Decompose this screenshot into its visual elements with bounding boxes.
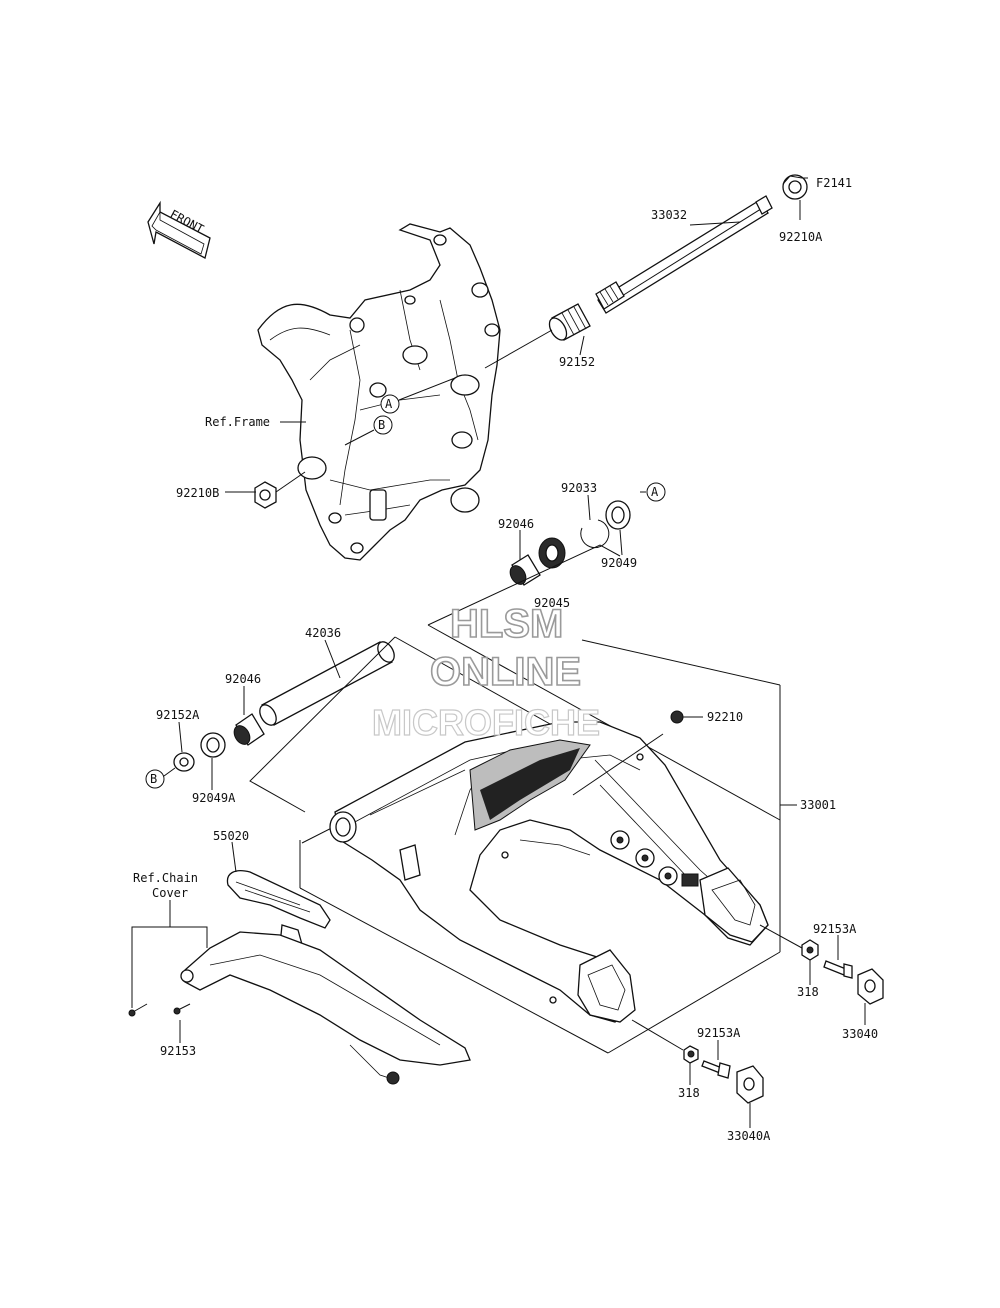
watermark-line3: MICROFICHE — [372, 702, 600, 743]
part-label-92033: 92033 — [561, 481, 597, 495]
callout-a-frame: A — [380, 377, 456, 414]
pivot-shaft — [595, 195, 773, 314]
collar-92152 — [484, 303, 591, 369]
bearing-92045 — [538, 537, 566, 569]
part-label-55020: 55020 — [213, 829, 249, 843]
ref-chain-cover-label-2: Cover — [152, 886, 188, 900]
nut-92210b — [254, 471, 306, 509]
part-label-92152a: 92152A — [156, 708, 200, 722]
leader-lines — [178, 177, 866, 1128]
ref-frame-label: Ref.Frame — [205, 415, 270, 429]
callout-a-seal: A — [646, 482, 666, 502]
circlip-92033 — [580, 519, 610, 549]
part-label-42036: 42036 — [305, 626, 341, 640]
part-label-92049a: 92049A — [192, 791, 236, 805]
nut-92210a — [782, 174, 808, 200]
part-label-33001: 33001 — [800, 798, 836, 812]
seal-92049a — [200, 732, 226, 758]
part-label-318-right: 318 — [797, 985, 819, 999]
callout-b-collar: B — [145, 767, 176, 789]
part-label-92045: 92045 — [534, 596, 570, 610]
callout-a-seal-label: A — [651, 485, 659, 499]
collar-92152a — [173, 752, 195, 772]
part-label-92210b: 92210B — [176, 486, 219, 500]
part-label-92152: 92152 — [559, 355, 595, 369]
part-label-318-lower: 318 — [678, 1086, 700, 1100]
part-label-33040a: 33040A — [727, 1129, 771, 1143]
needle-bearing-upper — [509, 554, 541, 586]
part-label-92153a-lower: 92153A — [697, 1026, 741, 1040]
watermark-line2: ONLINE — [430, 650, 581, 694]
chain-cover-bracket — [131, 900, 208, 1008]
nut-92210 — [670, 710, 703, 724]
adjuster-block-33040a — [736, 1065, 764, 1104]
callout-a-frame-label: A — [385, 397, 393, 411]
needle-bearing-lower — [233, 713, 265, 746]
bolt-92153a-lower — [701, 1060, 731, 1079]
swingarm — [329, 721, 769, 1023]
part-label-92210: 92210 — [707, 710, 743, 724]
part-label-92046-upper: 92046 — [498, 517, 534, 531]
bolt-92153a-right — [823, 960, 853, 979]
chain-cover — [180, 931, 471, 1085]
part-label-92210a: 92210A — [779, 230, 823, 244]
part-label-f2141: F2141 — [816, 176, 852, 190]
callout-b-collar-label: B — [150, 772, 157, 786]
adjuster-block-33040 — [857, 968, 884, 1005]
part-label-33032: 33032 — [651, 208, 687, 222]
screw-left — [128, 1003, 148, 1017]
nut-318-lower — [683, 1045, 699, 1064]
ref-chain-cover-label-1: Ref.Chain — [133, 871, 198, 885]
screw-92153 — [173, 1003, 191, 1015]
callout-b-frame-label: B — [378, 418, 385, 432]
front-arrow: FRONT — [147, 200, 211, 259]
watermark-line1: HLSM — [450, 602, 563, 646]
part-label-92046-lower: 92046 — [225, 672, 261, 686]
callout-b-frame: B — [344, 415, 393, 446]
frame-illustration — [257, 223, 501, 561]
watermark: HLSM ONLINE MICROFICHE — [371, 601, 600, 743]
seal-92049 — [605, 500, 631, 530]
nut-318-right — [801, 939, 819, 961]
part-label-92049: 92049 — [601, 556, 637, 570]
part-label-92153: 92153 — [160, 1044, 196, 1058]
sleeve-42036 — [259, 641, 395, 726]
part-label-92153a-right: 92153A — [813, 922, 857, 936]
part-label-33040: 33040 — [842, 1027, 878, 1041]
